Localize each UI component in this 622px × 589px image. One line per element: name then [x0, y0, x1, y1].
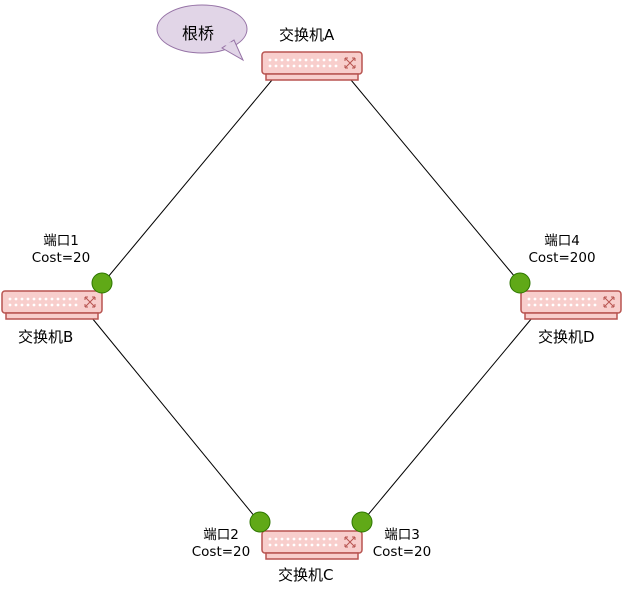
ports: [91, 272, 531, 533]
port-2-marker: [249, 511, 271, 533]
port-4-cost: Cost=200: [528, 250, 596, 266]
switch-d-label: 交换机D: [538, 328, 595, 346]
port-3-label: 端口3 Cost=20: [369, 527, 435, 561]
port-4-name: 端口4: [544, 233, 580, 249]
port-3-name: 端口3: [384, 527, 420, 543]
port-4-marker: [509, 272, 531, 294]
link-a-d: [350, 79, 521, 284]
switch-a-icon: [261, 51, 363, 81]
port-2-cost: Cost=20: [191, 544, 251, 560]
link-a-b: [102, 79, 273, 284]
port-2-name: 端口2: [203, 527, 239, 543]
switch-c-label: 交换机C: [278, 566, 334, 584]
switch-b-label: 交换机B: [18, 328, 74, 346]
links: [91, 79, 533, 524]
link-b-c: [91, 317, 261, 524]
root-bridge-callout: [156, 4, 248, 62]
link-d-c: [361, 317, 533, 523]
port-1-marker: [91, 272, 113, 294]
port-2-label: 端口2 Cost=20: [188, 527, 254, 561]
port-4-label: 端口4 Cost=200: [524, 233, 600, 267]
switch-d-icon: [520, 290, 622, 320]
switch-b-icon: [1, 290, 103, 320]
switch-a-label: 交换机A: [279, 26, 335, 44]
port-1-label: 端口1 Cost=20: [28, 233, 94, 267]
port-3-marker: [351, 511, 373, 533]
port-1-cost: Cost=20: [31, 250, 91, 266]
callout-text: 根桥: [182, 24, 215, 43]
port-3-cost: Cost=20: [372, 544, 432, 560]
port-1-name: 端口1: [43, 233, 79, 249]
switch-c-icon: [261, 530, 363, 560]
